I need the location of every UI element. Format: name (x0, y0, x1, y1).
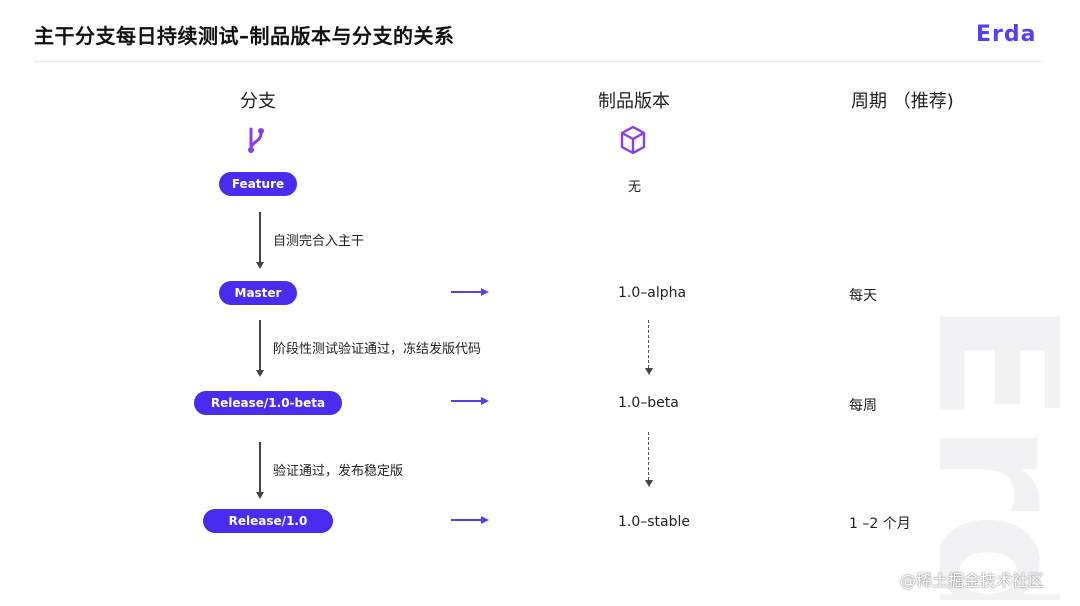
branch-pill-feature: Feature (219, 172, 297, 196)
artifact-version: 1.0–beta (618, 395, 679, 411)
branch-pill-release-beta: Release/1.0-beta (194, 391, 342, 415)
transition-label: 阶段性测试验证通过，冻结发版代码 (273, 342, 482, 357)
artifact-version: 1.0–stable (618, 514, 691, 530)
promotion-arrow-head (645, 368, 653, 375)
cycle-value: 每周 (849, 398, 877, 414)
map-arrow (451, 397, 489, 405)
erda-watermark: Erda (940, 300, 1060, 600)
flow-arrow-line (259, 320, 261, 370)
branch-pill-master: Master (219, 281, 297, 305)
promotion-arrow-head (645, 480, 653, 487)
column-heading-cycle: 周期 （推荐) (851, 91, 954, 112)
source-watermark: @稀土掘金技术社区 (900, 571, 1045, 590)
erda-logo: Erda (976, 22, 1037, 47)
flow-arrow-head (256, 492, 264, 499)
cycle-value: 每天 (849, 288, 877, 304)
flow-arrow-line (259, 212, 261, 262)
column-heading-branch: 分支 (240, 91, 276, 112)
promotion-dashed-line (648, 432, 649, 480)
git-branch-icon (248, 127, 264, 153)
transition-label: 自测完合入主干 (273, 234, 365, 249)
flow-arrow-line (259, 442, 261, 492)
cycle-value: 1 –2 个月 (849, 516, 911, 532)
artifact-version: 无 (628, 180, 642, 195)
promotion-dashed-line (648, 320, 649, 368)
transition-label: 验证通过，发布稳定版 (273, 464, 404, 479)
page-title: 主干分支每日持续测试–制品版本与分支的关系 (34, 24, 455, 48)
branch-pill-release: Release/1.0 (203, 509, 333, 533)
flow-arrow-head (256, 370, 264, 377)
header-divider (34, 61, 1044, 62)
artifact-version: 1.0–alpha (618, 285, 687, 301)
map-arrow (451, 288, 489, 296)
flow-arrow-head (256, 262, 264, 269)
map-arrow (451, 516, 489, 524)
package-cube-icon (620, 125, 646, 155)
column-heading-artifact: 制品版本 (598, 91, 670, 112)
